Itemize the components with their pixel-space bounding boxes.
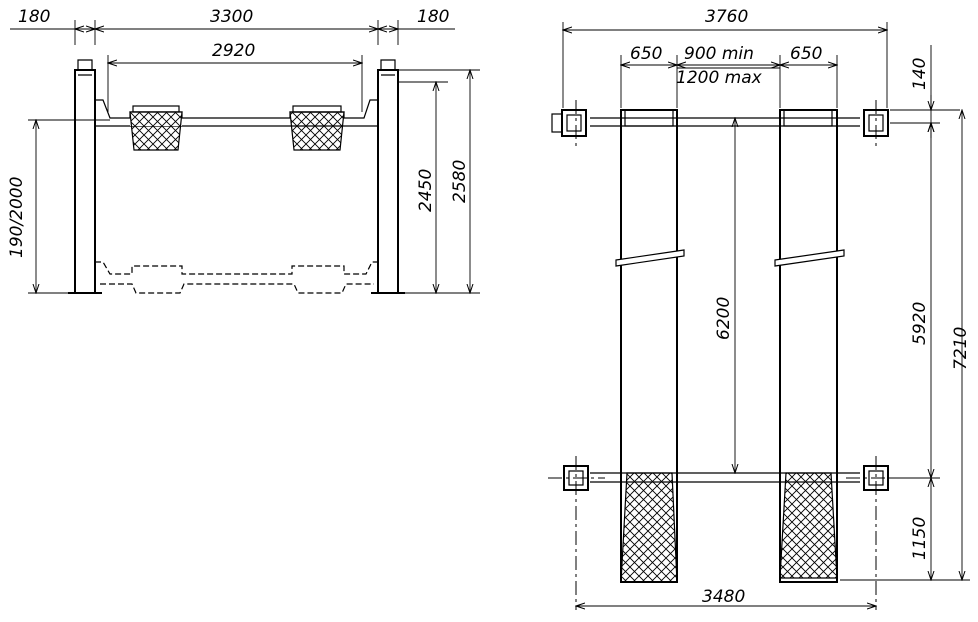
- dim-lift-height: 190/2000: [7, 177, 27, 258]
- dim-post-left: 180: [18, 7, 50, 27]
- dim-ramp-length: 1150: [910, 517, 930, 560]
- dim-runway-length: 6200: [714, 297, 734, 340]
- post-top-left: [551, 109, 587, 137]
- dim-runway-width-left: 650: [630, 44, 662, 64]
- dim-post-centers: 3480: [702, 587, 745, 607]
- dim-runway-width-right: 650: [790, 44, 822, 64]
- dim-post-spacing: 5920: [910, 302, 930, 345]
- dim-top-offset: 140: [910, 58, 930, 90]
- dim-height-total: 2580: [450, 160, 470, 203]
- dim-height-inner: 2450: [416, 169, 436, 212]
- wheel-chock-left: [129, 111, 183, 151]
- top-view: 3760 650 900 min 1200 max 650: [548, 7, 971, 610]
- dim-post-right: 180: [417, 7, 449, 27]
- dim-gap-max: 1200 max: [676, 68, 763, 88]
- front-view: 180 3300 180 2920 190/2000: [7, 7, 480, 294]
- dim-post-span: 3300: [210, 7, 253, 27]
- dim-overall-length: 7210: [951, 327, 971, 370]
- post-left: [74, 69, 96, 294]
- ramp-right: [779, 472, 838, 579]
- raised-runway: [95, 99, 378, 119]
- lowered-runway: [95, 261, 378, 275]
- dim-gap-min: 900 min: [684, 44, 754, 64]
- ramp-left: [620, 472, 678, 583]
- dim-runway-span: 2920: [212, 41, 255, 61]
- wheel-chock-right: [289, 111, 345, 151]
- dim-overall-width: 3760: [705, 7, 748, 27]
- post-right: [377, 69, 399, 294]
